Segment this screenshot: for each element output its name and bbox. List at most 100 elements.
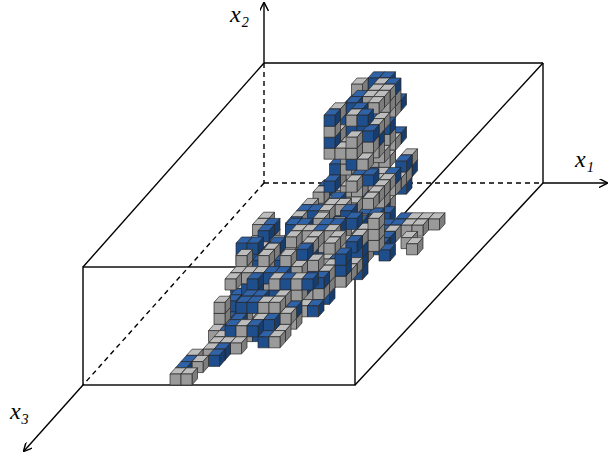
voxel-face — [363, 142, 374, 153]
voxel-face — [280, 296, 286, 313]
voxel-face — [357, 131, 363, 148]
voxel-face — [181, 374, 192, 385]
voxel-face — [324, 271, 330, 288]
voxel-face — [291, 290, 302, 301]
voxel-face — [396, 78, 402, 95]
voxel-face — [346, 181, 357, 192]
voxel-face — [258, 273, 264, 290]
voxel-face — [357, 159, 368, 170]
axis-arrow — [263, 3, 264, 63]
voxel-face — [214, 313, 225, 324]
voxel-face — [258, 337, 269, 348]
voxel-face — [363, 229, 369, 246]
voxel-face — [258, 320, 264, 337]
voxel-face — [286, 290, 292, 307]
voxel-face — [258, 302, 269, 313]
voxel-face — [368, 240, 379, 251]
voxel-face — [385, 145, 391, 162]
voxel-face — [220, 349, 226, 366]
voxel-face — [225, 279, 236, 290]
voxel-face — [275, 313, 281, 330]
voxel-face — [231, 343, 242, 354]
axis-label: x₁ — [575, 146, 594, 172]
voxel-face — [324, 181, 335, 192]
voxel-face — [297, 249, 308, 260]
hidden-edge — [83, 183, 264, 385]
voxel-face — [280, 256, 291, 267]
voxel-face — [308, 306, 319, 317]
voxel-face — [357, 258, 363, 275]
voxel-face — [346, 148, 357, 159]
voxel-face — [209, 355, 220, 366]
voxel-face — [313, 237, 319, 254]
voxel-face — [379, 212, 385, 229]
voxel-face — [247, 326, 258, 337]
voxel-face — [170, 374, 181, 385]
voxel-face — [407, 155, 413, 172]
voxel-face — [275, 218, 281, 235]
voxel-face — [357, 236, 363, 253]
voxel-face — [390, 174, 396, 191]
voxel-face — [275, 243, 281, 260]
voxel-face — [385, 180, 391, 197]
voxel-face — [412, 149, 418, 166]
box-edge — [83, 63, 264, 267]
voxel-face — [390, 84, 396, 101]
voxel-face — [291, 279, 302, 290]
voxel-face — [335, 254, 346, 265]
voxel-face — [302, 279, 313, 290]
bounding-box — [24, 3, 607, 451]
voxel-face — [286, 237, 297, 248]
voxel-face — [346, 248, 352, 265]
voxel-face — [401, 127, 407, 144]
axis-label: x₃ — [10, 398, 29, 424]
voxel-face — [225, 296, 231, 313]
voxel-face — [324, 115, 335, 126]
voxel-face — [396, 225, 402, 242]
voxel-face — [335, 175, 341, 192]
voxel-face — [319, 254, 325, 271]
voxel-face — [379, 97, 385, 114]
voxel-face — [330, 164, 341, 175]
voxel-face — [269, 249, 275, 266]
voxel-face — [401, 172, 407, 189]
voxel-face — [308, 260, 319, 271]
voxel-group — [170, 72, 445, 385]
voxel-face — [341, 125, 347, 142]
voxel-face — [368, 109, 374, 126]
voxel-face — [346, 137, 357, 148]
voxel-face — [225, 326, 236, 337]
voxel-face — [324, 148, 335, 159]
voxel-face — [396, 167, 402, 184]
box-edge — [355, 63, 543, 267]
voxel-face — [313, 289, 324, 300]
voxel-face — [297, 301, 303, 318]
hidden-edge — [263, 63, 264, 183]
voxel-face — [440, 213, 446, 230]
voxel-face — [379, 250, 390, 261]
voxel-face — [291, 249, 297, 266]
voxel-face — [258, 256, 269, 267]
voxel-face — [335, 276, 346, 287]
voxel-face — [368, 229, 379, 240]
voxel-face — [324, 126, 335, 137]
voxel-face — [379, 186, 385, 203]
voxel-face — [236, 302, 247, 313]
voxel-face — [291, 307, 297, 324]
voxel-face — [363, 198, 374, 209]
voxel-face — [390, 244, 396, 261]
voxel-face — [385, 90, 391, 107]
voxel-face — [368, 153, 374, 170]
voxel-face — [247, 279, 258, 290]
axis-arrow — [24, 385, 83, 451]
voxel-face — [352, 264, 358, 281]
voxel-face — [341, 231, 347, 248]
voxel-face — [335, 237, 341, 254]
voxel-face — [346, 159, 357, 170]
voxel-face — [236, 273, 242, 290]
voxel-face — [192, 368, 198, 385]
voxel-face — [280, 279, 291, 290]
voxel-face — [385, 112, 391, 129]
voxel-face — [214, 302, 225, 313]
